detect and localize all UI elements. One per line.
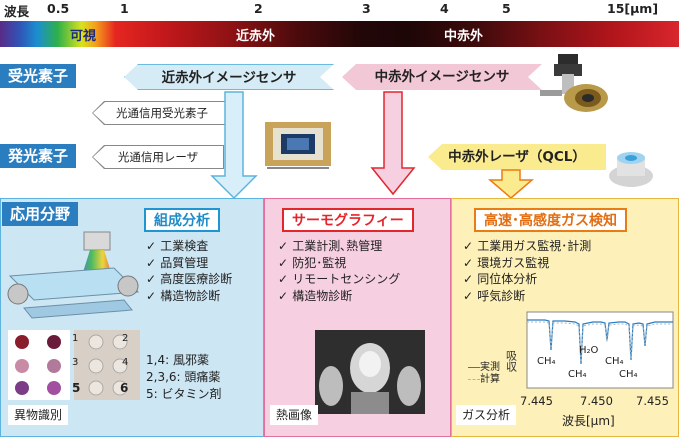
wavelength-label: 波長 xyxy=(4,4,30,19)
thermo-list: 工業計測､熱管理 防犯･監視 リモートセンシング 構造物診断 xyxy=(278,238,400,304)
plot-xtick-3: 7.455 xyxy=(636,394,669,408)
spectrum-bar xyxy=(0,21,679,47)
qcl-device-image xyxy=(609,152,653,187)
tick-2: 2 xyxy=(254,1,263,16)
row-receiver: 受光素子 xyxy=(0,64,77,88)
optical-laser-wrap: 光通信用レーザ xyxy=(92,145,224,169)
list-item: 同位体分析 xyxy=(463,271,591,288)
ir-sensor-chip-image xyxy=(265,122,331,169)
composition-caption: 異物識別 xyxy=(8,405,69,425)
pill-number-6: 6 xyxy=(120,381,129,395)
peak-ch4-2: CH₄ xyxy=(568,369,587,380)
sensor-device-image xyxy=(540,54,608,112)
gas-caption: ガス分析 xyxy=(456,405,517,425)
optical-receiver-wrap: 光通信用受光素子 xyxy=(92,101,232,125)
list-item: 構造物診断 xyxy=(278,288,400,305)
pill-number-4: 4 xyxy=(122,357,129,368)
band-near-ir: 近赤外 xyxy=(236,29,276,44)
tick-4: 4 xyxy=(440,1,449,16)
plot-xtick-1: 7.445 xyxy=(520,394,553,408)
tick-5: 5 xyxy=(502,1,511,16)
thermal-image xyxy=(315,330,425,414)
pill-legend-item: 5: ビタミン剤 xyxy=(146,387,222,401)
list-item: 呼気診断 xyxy=(463,288,591,305)
pill-number-1: 1 xyxy=(72,333,79,344)
list-item: 工業用ガス監視･計測 xyxy=(463,238,591,255)
plot-legend: 実測 計算 xyxy=(468,362,500,386)
plot-xlabel: 波長[μm] xyxy=(562,414,615,428)
composition-title: 組成分析 xyxy=(144,208,220,232)
qcl-label: 中赤外レーザ（QCL） xyxy=(448,149,586,165)
pill-number-3: 3 xyxy=(72,357,79,368)
plot-ylabel: 吸収 xyxy=(505,350,518,373)
thermo-title: サーモグラフィー xyxy=(282,208,414,232)
list-item: 構造物診断 xyxy=(146,288,232,305)
list-item: 品質管理 xyxy=(146,255,232,272)
pill-number-5: 5 xyxy=(72,381,81,395)
peak-ch4-3: CH₄ xyxy=(605,356,624,367)
list-item: 防犯･監視 xyxy=(278,255,400,272)
gas-title: 高速･高感度ガス検知 xyxy=(474,208,627,232)
row-application: 応用分野 xyxy=(2,202,79,226)
tick-0-5: 0.5 xyxy=(47,1,70,16)
pill-legend: 1,4: 風邪薬 2,3,6: 頭痛薬 5: ビタミン剤 xyxy=(146,352,222,403)
qcl-banner: 中赤外レーザ（QCL） xyxy=(428,144,606,170)
tick-3: 3 xyxy=(362,1,371,16)
list-item: 環境ガス監視 xyxy=(463,255,591,272)
pill-photos xyxy=(8,330,140,400)
near-ir-sensor-label: 近赤外イメージセンサ xyxy=(161,70,297,86)
list-item: 高度医療診断 xyxy=(146,271,232,288)
gas-list: 工業用ガス監視･計測 環境ガス監視 同位体分析 呼気診断 xyxy=(463,238,591,304)
tick-1: 1 xyxy=(120,1,129,16)
peak-ch4-4: CH₄ xyxy=(619,369,638,380)
absorption-spectrum-plot: 吸収 xyxy=(505,311,674,389)
pill-number-2: 2 xyxy=(122,333,129,344)
list-item: 工業計測､熱管理 xyxy=(278,238,400,255)
pill-legend-item: 1,4: 風邪薬 xyxy=(146,353,209,367)
legend-calculated: 計算 xyxy=(468,374,500,386)
composition-list: 工業検査 品質管理 高度医療診断 構造物診断 xyxy=(146,238,232,304)
band-mid-ir: 中赤外 xyxy=(444,29,484,44)
pill-legend-item: 2,3,6: 頭痛薬 xyxy=(146,370,221,384)
row-emitter: 発光素子 xyxy=(0,144,77,168)
peak-h2o: H₂O xyxy=(579,345,599,356)
list-item: リモートセンシング xyxy=(278,271,400,288)
inspection-machine-image xyxy=(7,231,140,319)
mid-ir-sensor-label: 中赤外イメージセンサ xyxy=(374,69,510,85)
thermo-caption: 熱画像 xyxy=(270,405,319,425)
tick-15: 15[μm] xyxy=(607,1,659,16)
optical-receiver-banner: 光通信用受光素子 xyxy=(93,102,231,124)
mid-ir-sensor-banner: 中赤外イメージセンサ xyxy=(342,64,542,90)
list-item: 工業検査 xyxy=(146,238,232,255)
legend-measured: 実測 xyxy=(468,362,500,374)
peak-ch4-1: CH₄ xyxy=(537,356,556,367)
plot-xtick-2: 7.450 xyxy=(580,394,613,408)
optical-laser-banner: 光通信用レーザ xyxy=(93,146,223,168)
band-visible: 可視 xyxy=(70,29,97,44)
